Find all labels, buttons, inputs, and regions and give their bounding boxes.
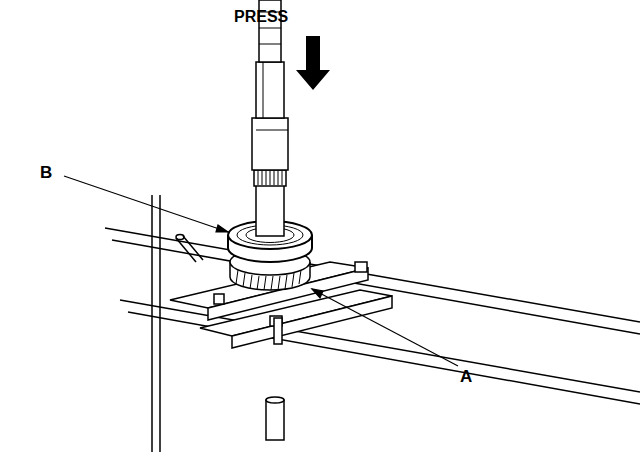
separator-nut bbox=[214, 294, 224, 304]
press-direction-arrow bbox=[296, 36, 330, 90]
shaft-end bbox=[266, 400, 284, 440]
rod-end bbox=[176, 235, 184, 240]
shaft-lower-end bbox=[266, 318, 284, 440]
bed-rail bbox=[112, 240, 640, 334]
separator-nut bbox=[355, 262, 367, 272]
leader-line bbox=[312, 289, 458, 366]
leader-head bbox=[216, 225, 228, 232]
callout-letter: A bbox=[460, 368, 472, 385]
shaft bbox=[252, 0, 288, 236]
leader-head bbox=[312, 289, 323, 298]
separator-plate bbox=[232, 296, 392, 348]
bed-rail bbox=[120, 300, 640, 392]
leader-line bbox=[64, 176, 228, 232]
shaft-section bbox=[256, 185, 284, 236]
frame-post bbox=[159, 195, 161, 452]
bed-rail bbox=[128, 312, 640, 404]
spline-hatch bbox=[258, 171, 282, 185]
gear-teeth bbox=[236, 270, 301, 290]
shaft-section bbox=[252, 118, 288, 170]
rod bbox=[183, 236, 203, 260]
leader-lines bbox=[64, 176, 458, 366]
frame-post bbox=[151, 195, 153, 452]
shaft-end-face bbox=[266, 397, 284, 403]
shaft-spline bbox=[254, 170, 286, 186]
press-bed bbox=[105, 195, 640, 452]
callout-letter: B bbox=[40, 164, 52, 181]
rod bbox=[176, 238, 196, 262]
action-label: PRESS bbox=[234, 9, 288, 25]
support-bolt bbox=[274, 318, 282, 344]
shaft-section bbox=[256, 62, 284, 118]
ram-ridges bbox=[256, 12, 288, 130]
